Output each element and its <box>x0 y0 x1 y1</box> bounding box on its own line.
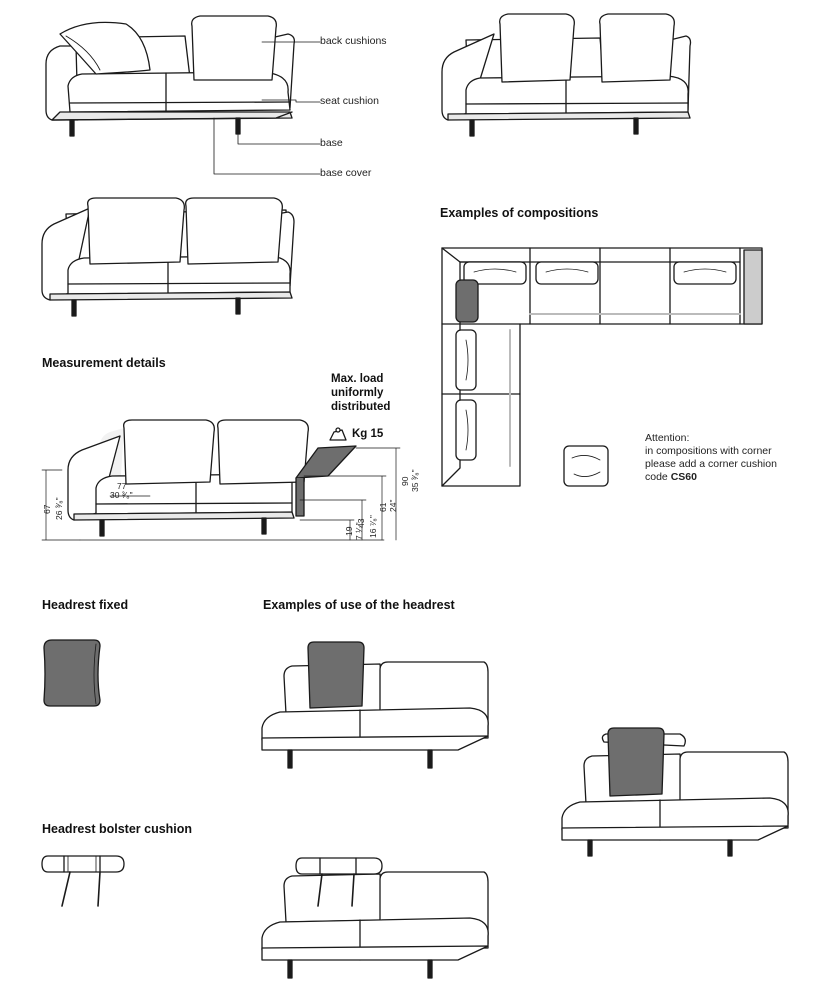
dim-depth-30: 30 ³⁄₈" <box>110 490 133 500</box>
label-base-cover: base cover <box>320 167 372 179</box>
composition-plan-view <box>441 247 763 487</box>
dim-back-35: 35 ³⁄₈" <box>410 469 420 492</box>
sofa-module-two-seat <box>41 197 295 317</box>
headrest-fixed-illustration <box>43 639 101 707</box>
headrest-use-example-c <box>261 857 489 979</box>
section-title-headrest-use: Examples of use of the headrest <box>263 598 455 612</box>
dim-depth-77: 77 <box>117 481 127 491</box>
dim-height-26: 26 ³⁄₈" <box>54 497 64 520</box>
section-title-headrest-fixed: Headrest fixed <box>42 598 129 612</box>
dim-seat-43: 43 <box>356 518 366 528</box>
attention-note: Attention: in compositions with corner p… <box>645 432 777 483</box>
dim-seat-19: 19 <box>344 526 354 536</box>
label-base: base <box>320 137 343 149</box>
measurement-sofa <box>67 419 357 537</box>
dim-back-90: 90 <box>400 476 410 486</box>
dim-arm-61: 61 <box>378 502 388 512</box>
sofa-module-labeled <box>45 15 321 175</box>
section-title-measurement: Measurement details <box>42 356 166 370</box>
sofa-module-right-arm <box>441 13 692 137</box>
dimension-lines <box>41 447 401 541</box>
corner-cushion <box>563 445 609 487</box>
headrest-bolster-illustration <box>41 855 125 907</box>
dim-arm-24: 24" <box>388 499 398 512</box>
section-title-headrest-bolster: Headrest bolster cushion <box>42 822 193 836</box>
max-load-note: Max. load uniformly distributed <box>331 373 391 413</box>
label-back-cushions: back cushions <box>320 35 387 47</box>
section-title-compositions: Examples of compositions <box>440 206 599 220</box>
max-load-weight: Kg 15 <box>352 428 384 440</box>
headrest-use-example-b <box>561 727 789 857</box>
dim-height-67: 67 <box>42 504 52 514</box>
label-seat-cushion: seat cushion <box>320 95 379 107</box>
dim-seat-16: 16 ⁷⁄₈" <box>368 515 378 538</box>
headrest-use-example-a <box>261 641 489 769</box>
